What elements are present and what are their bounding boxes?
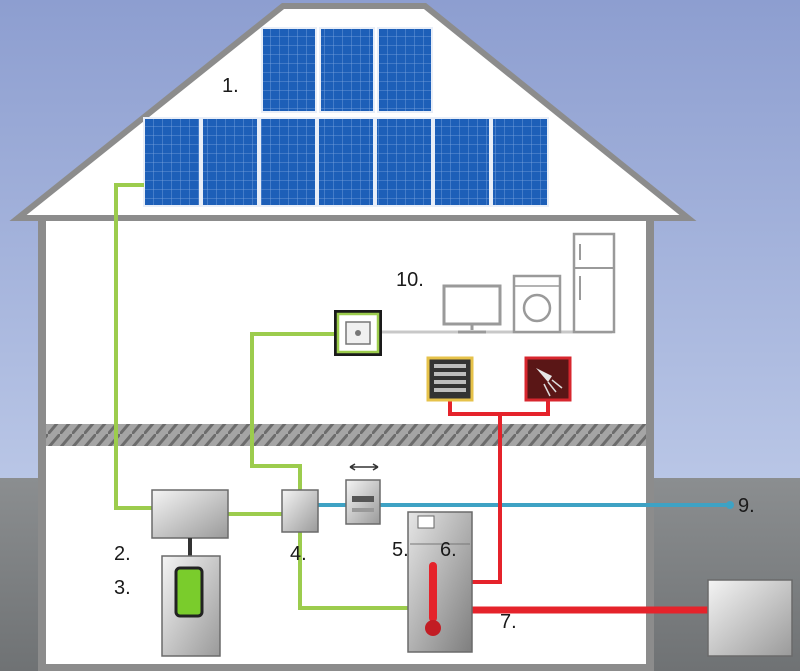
label-storage-6: 6. [440, 539, 457, 561]
solar-panel-icon [143, 117, 201, 207]
shower-icon [524, 356, 572, 402]
radiator-icon [426, 356, 474, 402]
solar-panel-icon [261, 27, 317, 113]
label-distribution-box: 4. [290, 543, 307, 565]
distribution-box-icon [281, 489, 319, 533]
label-heat-pipe: 7. [500, 611, 517, 633]
fridge-icon [572, 232, 616, 334]
wall-socket-icon [334, 310, 382, 356]
solar-panel-array [143, 27, 549, 207]
meter-icon [345, 463, 381, 525]
external-unit-icon [707, 579, 793, 657]
heat-pipe-shower [500, 400, 550, 416]
solar-panel-icon [491, 117, 549, 207]
ac-cable-box-to-socket [250, 332, 336, 490]
ac-cable-box-to-storage [298, 532, 408, 610]
grid-connection-point [726, 501, 734, 509]
washing-machine-icon [512, 274, 562, 334]
label-solar-panels: 1. [222, 75, 239, 97]
label-battery: 3. [114, 577, 131, 599]
dc-cable-panels-to-inverter [114, 183, 152, 510]
solar-panel-icon [317, 117, 375, 207]
solar-panel-icon [375, 117, 433, 207]
label-grid: 9. [738, 495, 755, 517]
battery-icon [174, 566, 204, 618]
inverter-icon [151, 489, 229, 539]
solar-panel-icon [201, 117, 259, 207]
thermometer-icon [425, 562, 441, 636]
solar-panel-icon [259, 117, 317, 207]
solar-panel-icon [377, 27, 433, 113]
label-appliances: 10. [396, 269, 424, 291]
floor-slab [46, 424, 646, 446]
solar-panel-icon [319, 27, 375, 113]
label-inverter: 2. [114, 543, 131, 565]
solar-panel-icon [433, 117, 491, 207]
label-storage-5: 5. [392, 539, 409, 561]
monitor-icon [442, 284, 502, 334]
